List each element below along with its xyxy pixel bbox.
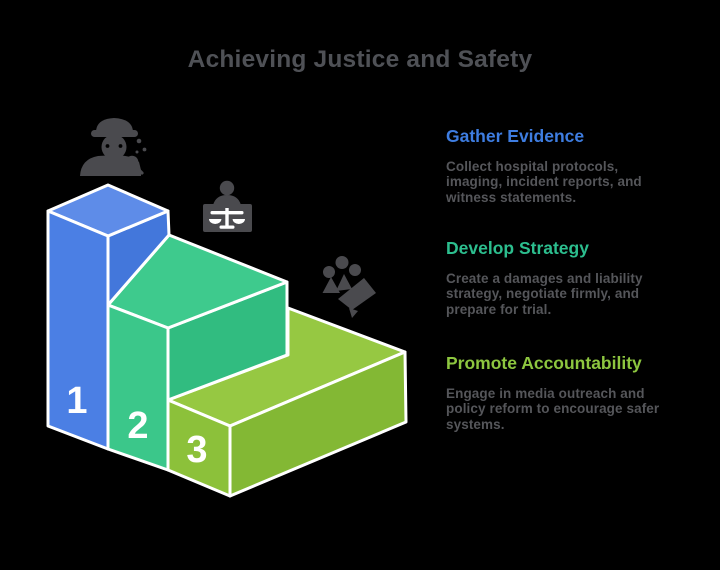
step-1-block: [46, 183, 171, 451]
step-3-text-block: Promote Accountability Engage in media o…: [446, 353, 678, 432]
step-3-block: [166, 306, 408, 498]
community-megaphone-icon: [322, 256, 376, 318]
step-1-description: Collect hospital protocols, imaging, inc…: [446, 159, 642, 205]
step-2-number: 2: [127, 405, 148, 447]
step-2-description: Create a damages and liability strategy,…: [446, 271, 643, 317]
step-3-heading: Promote Accountability: [446, 353, 642, 373]
step-2-heading: Develop Strategy: [446, 238, 589, 258]
justice-scales-icon: [203, 180, 252, 232]
detective-magnifier-icon: [80, 118, 147, 176]
step-2-text-block: Develop Strategy Create a damages and li…: [446, 238, 678, 317]
step-1-number: 1: [66, 380, 87, 422]
step-3-number: 3: [186, 429, 207, 471]
step-1-front-face: [46, 209, 110, 451]
step-1-heading: Gather Evidence: [446, 126, 585, 146]
page-title: Achieving Justice and Safety: [187, 46, 533, 73]
step-1-text-block: Gather Evidence Collect hospital protoco…: [446, 126, 678, 205]
step-3-description: Engage in media outreach and policy refo…: [446, 386, 660, 432]
